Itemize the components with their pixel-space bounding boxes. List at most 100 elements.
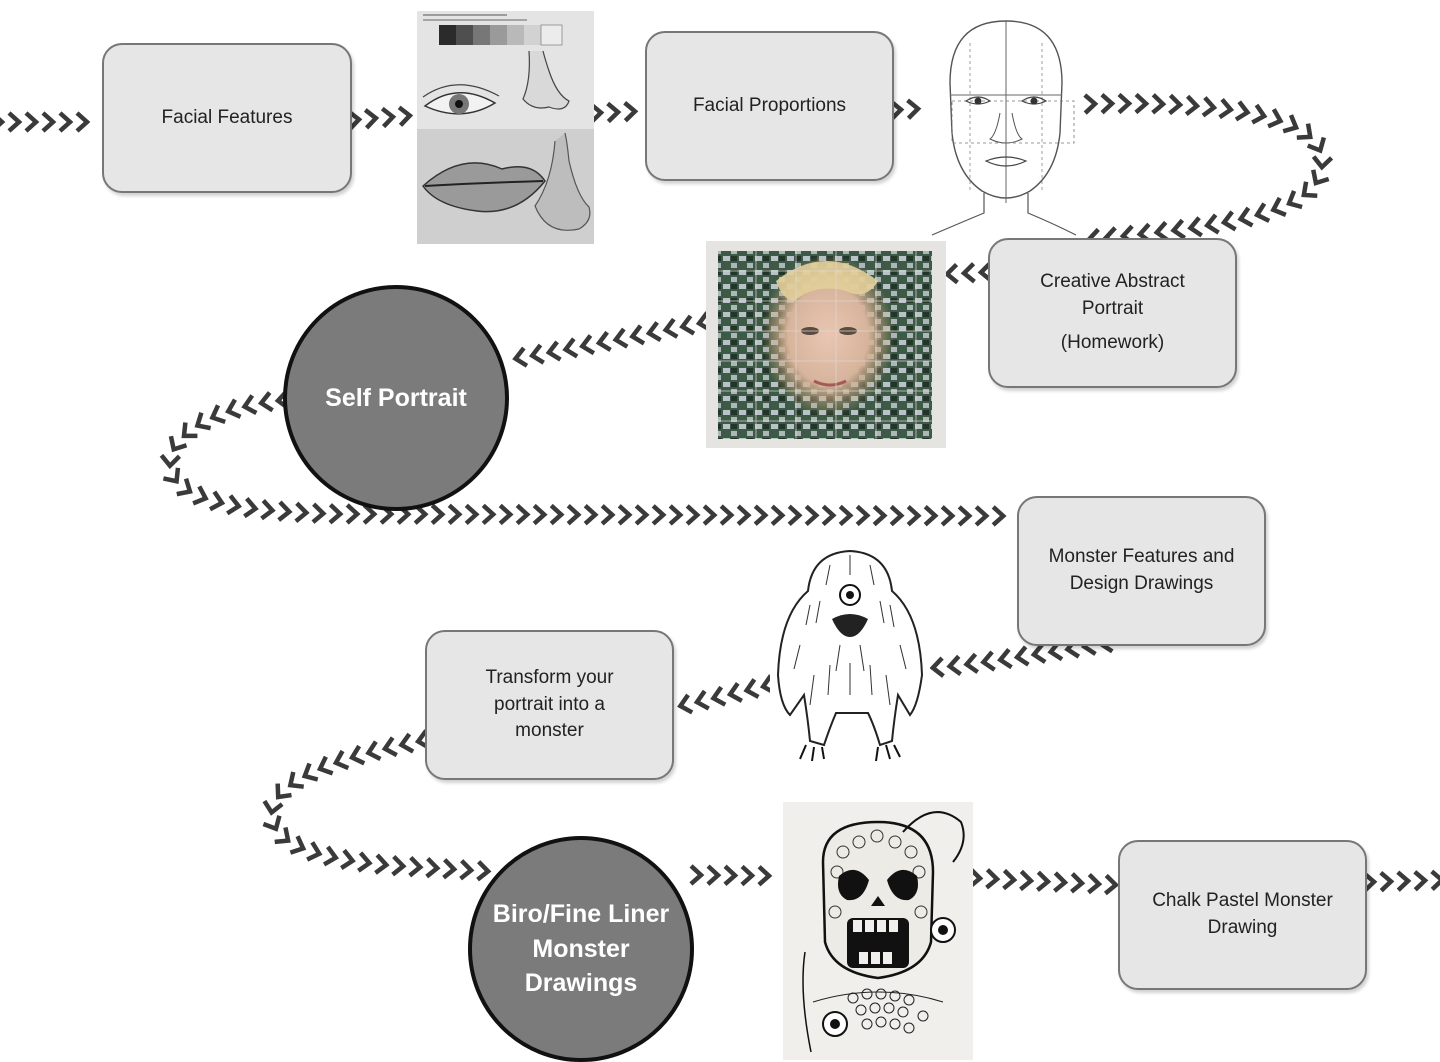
chevron-arrow xyxy=(168,435,188,453)
chevron-arrow xyxy=(753,504,769,526)
chevron-arrow xyxy=(328,503,344,525)
chevron-arrow xyxy=(1286,190,1303,210)
chalk-pastel-box: Chalk Pastel Monster Drawing xyxy=(1118,840,1367,990)
chevron-segment xyxy=(943,261,993,285)
monster-features-box: Monster Features and Design Drawings xyxy=(1017,496,1266,646)
face-proportions-sketch-image xyxy=(930,13,1078,238)
chevron-arrow xyxy=(362,503,378,525)
woven-portrait-image xyxy=(706,241,946,448)
chevron-arrow xyxy=(1168,93,1184,116)
chevron-arrow xyxy=(345,503,361,525)
chevron-arrow xyxy=(1430,869,1440,892)
chevron-arrow xyxy=(974,505,990,527)
chevron-arrow xyxy=(960,262,976,284)
chevron-arrow xyxy=(606,101,622,124)
chevron-arrow xyxy=(194,412,212,431)
chevron-arrow xyxy=(226,494,242,516)
chevron-arrow xyxy=(629,324,646,346)
chevron-arrow xyxy=(977,261,993,283)
chevron-arrow xyxy=(549,503,565,526)
chevron-arrow xyxy=(176,478,193,497)
chevron-arrow xyxy=(821,504,837,527)
chevron-arrow xyxy=(668,504,684,526)
hairy-monster-image xyxy=(770,545,930,767)
biro-fine-liner-circle: Biro/Fine Liner Monster Drawings xyxy=(468,836,694,1062)
chevron-arrow xyxy=(181,422,198,439)
chevron-arrow xyxy=(1296,123,1313,140)
chevron-arrow xyxy=(968,867,984,889)
chevron-arrow xyxy=(24,111,40,133)
facial-proportions-label: Facial Proportions xyxy=(692,94,847,116)
chevron-arrow xyxy=(398,732,415,754)
skull-monster-image xyxy=(783,802,973,1060)
self-portrait-label: Self Portrait xyxy=(325,383,467,412)
chevron-arrow xyxy=(1134,92,1150,115)
chevron-arrow xyxy=(706,864,722,886)
chevron-arrow xyxy=(566,504,582,526)
chevron-segment xyxy=(262,729,492,882)
chevron-arrow xyxy=(545,340,562,362)
chevron-arrow xyxy=(1301,181,1318,199)
chevron-arrow xyxy=(685,504,701,526)
chevron-arrow xyxy=(702,504,718,526)
chevron-arrow xyxy=(583,504,599,526)
chevron-arrow xyxy=(1203,213,1220,235)
chevron-arrow xyxy=(1362,871,1378,893)
chevron-arrow xyxy=(512,346,529,368)
chevron-arrow xyxy=(1379,870,1395,893)
chevron-arrow xyxy=(316,755,334,776)
chevron-arrow xyxy=(997,648,1013,670)
chevron-arrow xyxy=(374,853,390,875)
chevron-arrow xyxy=(498,503,514,526)
chevron-arrow xyxy=(1220,210,1237,232)
chevron-arrow xyxy=(677,693,694,715)
chevron-arrow xyxy=(397,105,414,127)
chevron-arrow xyxy=(209,404,226,424)
chevron-arrow xyxy=(1087,872,1103,895)
chevron-arrow xyxy=(262,815,282,832)
chevron-arrow xyxy=(589,102,605,124)
chevron-segment xyxy=(689,864,773,887)
chevron-arrow xyxy=(804,504,820,527)
monster-features-label: Monster Features and Design Drawings xyxy=(1048,546,1235,594)
chevron-arrow xyxy=(532,503,548,526)
chevron-arrow xyxy=(1053,871,1069,893)
chevron-arrow xyxy=(365,740,382,762)
chevron-arrow xyxy=(1019,869,1035,892)
chalk-pastel-label: Chalk Pastel Monster Drawing xyxy=(1152,890,1333,938)
chevron-arrow xyxy=(257,391,274,413)
chevron-segment xyxy=(589,101,639,124)
chevron-arrow xyxy=(1237,206,1254,228)
chevron-arrow xyxy=(740,864,756,887)
chevron-arrow xyxy=(889,504,905,527)
chevron-arrow xyxy=(381,736,398,758)
chevron-arrow xyxy=(929,656,945,678)
chevron-arrow xyxy=(459,859,475,881)
chevron-arrow xyxy=(1306,136,1327,154)
chevron-arrow xyxy=(1311,155,1334,171)
chevron-arrow xyxy=(0,117,6,127)
chevron-segment xyxy=(0,111,91,133)
chevron-arrow xyxy=(889,99,905,121)
chevron-arrow xyxy=(838,504,854,527)
creative-abstract-portrait-box: Creative Abstract Portrait (Homework) xyxy=(988,238,1237,388)
chevron-arrow xyxy=(528,343,545,365)
chevron-arrow xyxy=(689,864,705,886)
chevron-segment xyxy=(889,98,922,121)
chevron-arrow xyxy=(1311,169,1330,186)
chevron-arrow xyxy=(357,851,373,873)
facial-features-box: Facial Features xyxy=(102,43,352,193)
chevron-arrow xyxy=(476,860,492,882)
chevron-arrow xyxy=(425,857,441,879)
chevron-arrow xyxy=(1282,114,1300,134)
chevron-arrow xyxy=(1267,108,1284,129)
chevron-arrow xyxy=(306,841,323,862)
facial-features-sketch-image xyxy=(417,11,594,244)
chevron-arrow xyxy=(579,334,596,356)
chevron-arrow xyxy=(1251,103,1268,125)
chevron-arrow xyxy=(75,111,91,133)
chevron-arrow xyxy=(1036,870,1052,892)
creative-abstract-portrait-label: Creative Abstract Portrait xyxy=(1040,271,1185,319)
chevron-segment xyxy=(346,105,414,131)
chevron-arrow xyxy=(1083,93,1099,115)
